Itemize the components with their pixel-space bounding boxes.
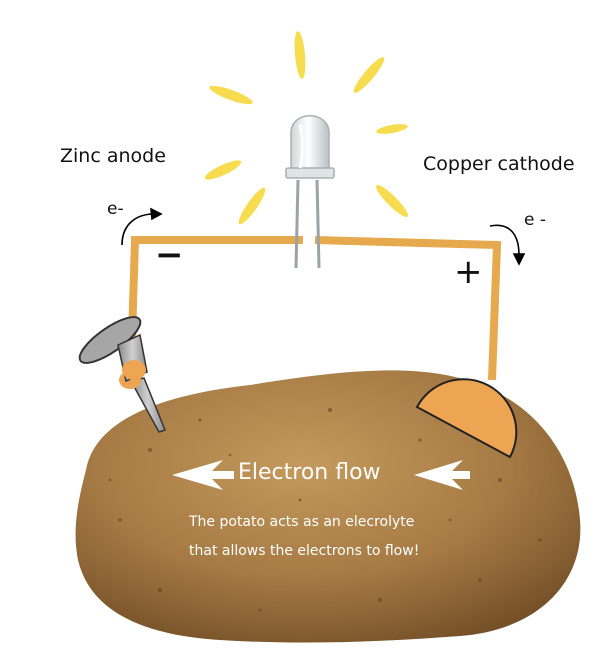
circuit-wire xyxy=(127,236,502,381)
electron-label-left: e- xyxy=(107,199,124,219)
light-rays xyxy=(204,31,408,225)
led-bulb-icon xyxy=(285,115,335,269)
flow-arrow-right xyxy=(414,460,470,490)
positive-terminal-sign: + xyxy=(454,252,483,292)
light-ray xyxy=(238,187,266,225)
electrolyte-note-line-1: The potato acts as an elecrolyte xyxy=(189,514,415,530)
copper-cathode-label: Copper cathode xyxy=(423,153,575,175)
copper-coin-icon xyxy=(415,378,518,459)
light-ray xyxy=(204,160,242,180)
electron-arrow-left xyxy=(121,207,163,246)
light-ray xyxy=(376,185,408,217)
light-ray xyxy=(209,85,253,105)
flow-arrow-left xyxy=(172,460,234,490)
light-ray xyxy=(376,124,408,134)
electron-arrow-right xyxy=(489,224,526,266)
zinc-anode-label: Zinc anode xyxy=(60,145,166,167)
light-ray xyxy=(353,57,385,93)
potato-icon xyxy=(75,370,581,643)
negative-terminal-sign: − xyxy=(155,235,184,275)
light-ray xyxy=(294,31,306,79)
electron-flow-arrows xyxy=(172,460,470,490)
electrolyte-note-line-2: that allows the electrons to flow! xyxy=(189,543,420,559)
electron-flow-label: Electron flow xyxy=(238,460,381,485)
zinc-nail-icon xyxy=(78,316,166,433)
electron-label-right: e - xyxy=(524,210,546,230)
